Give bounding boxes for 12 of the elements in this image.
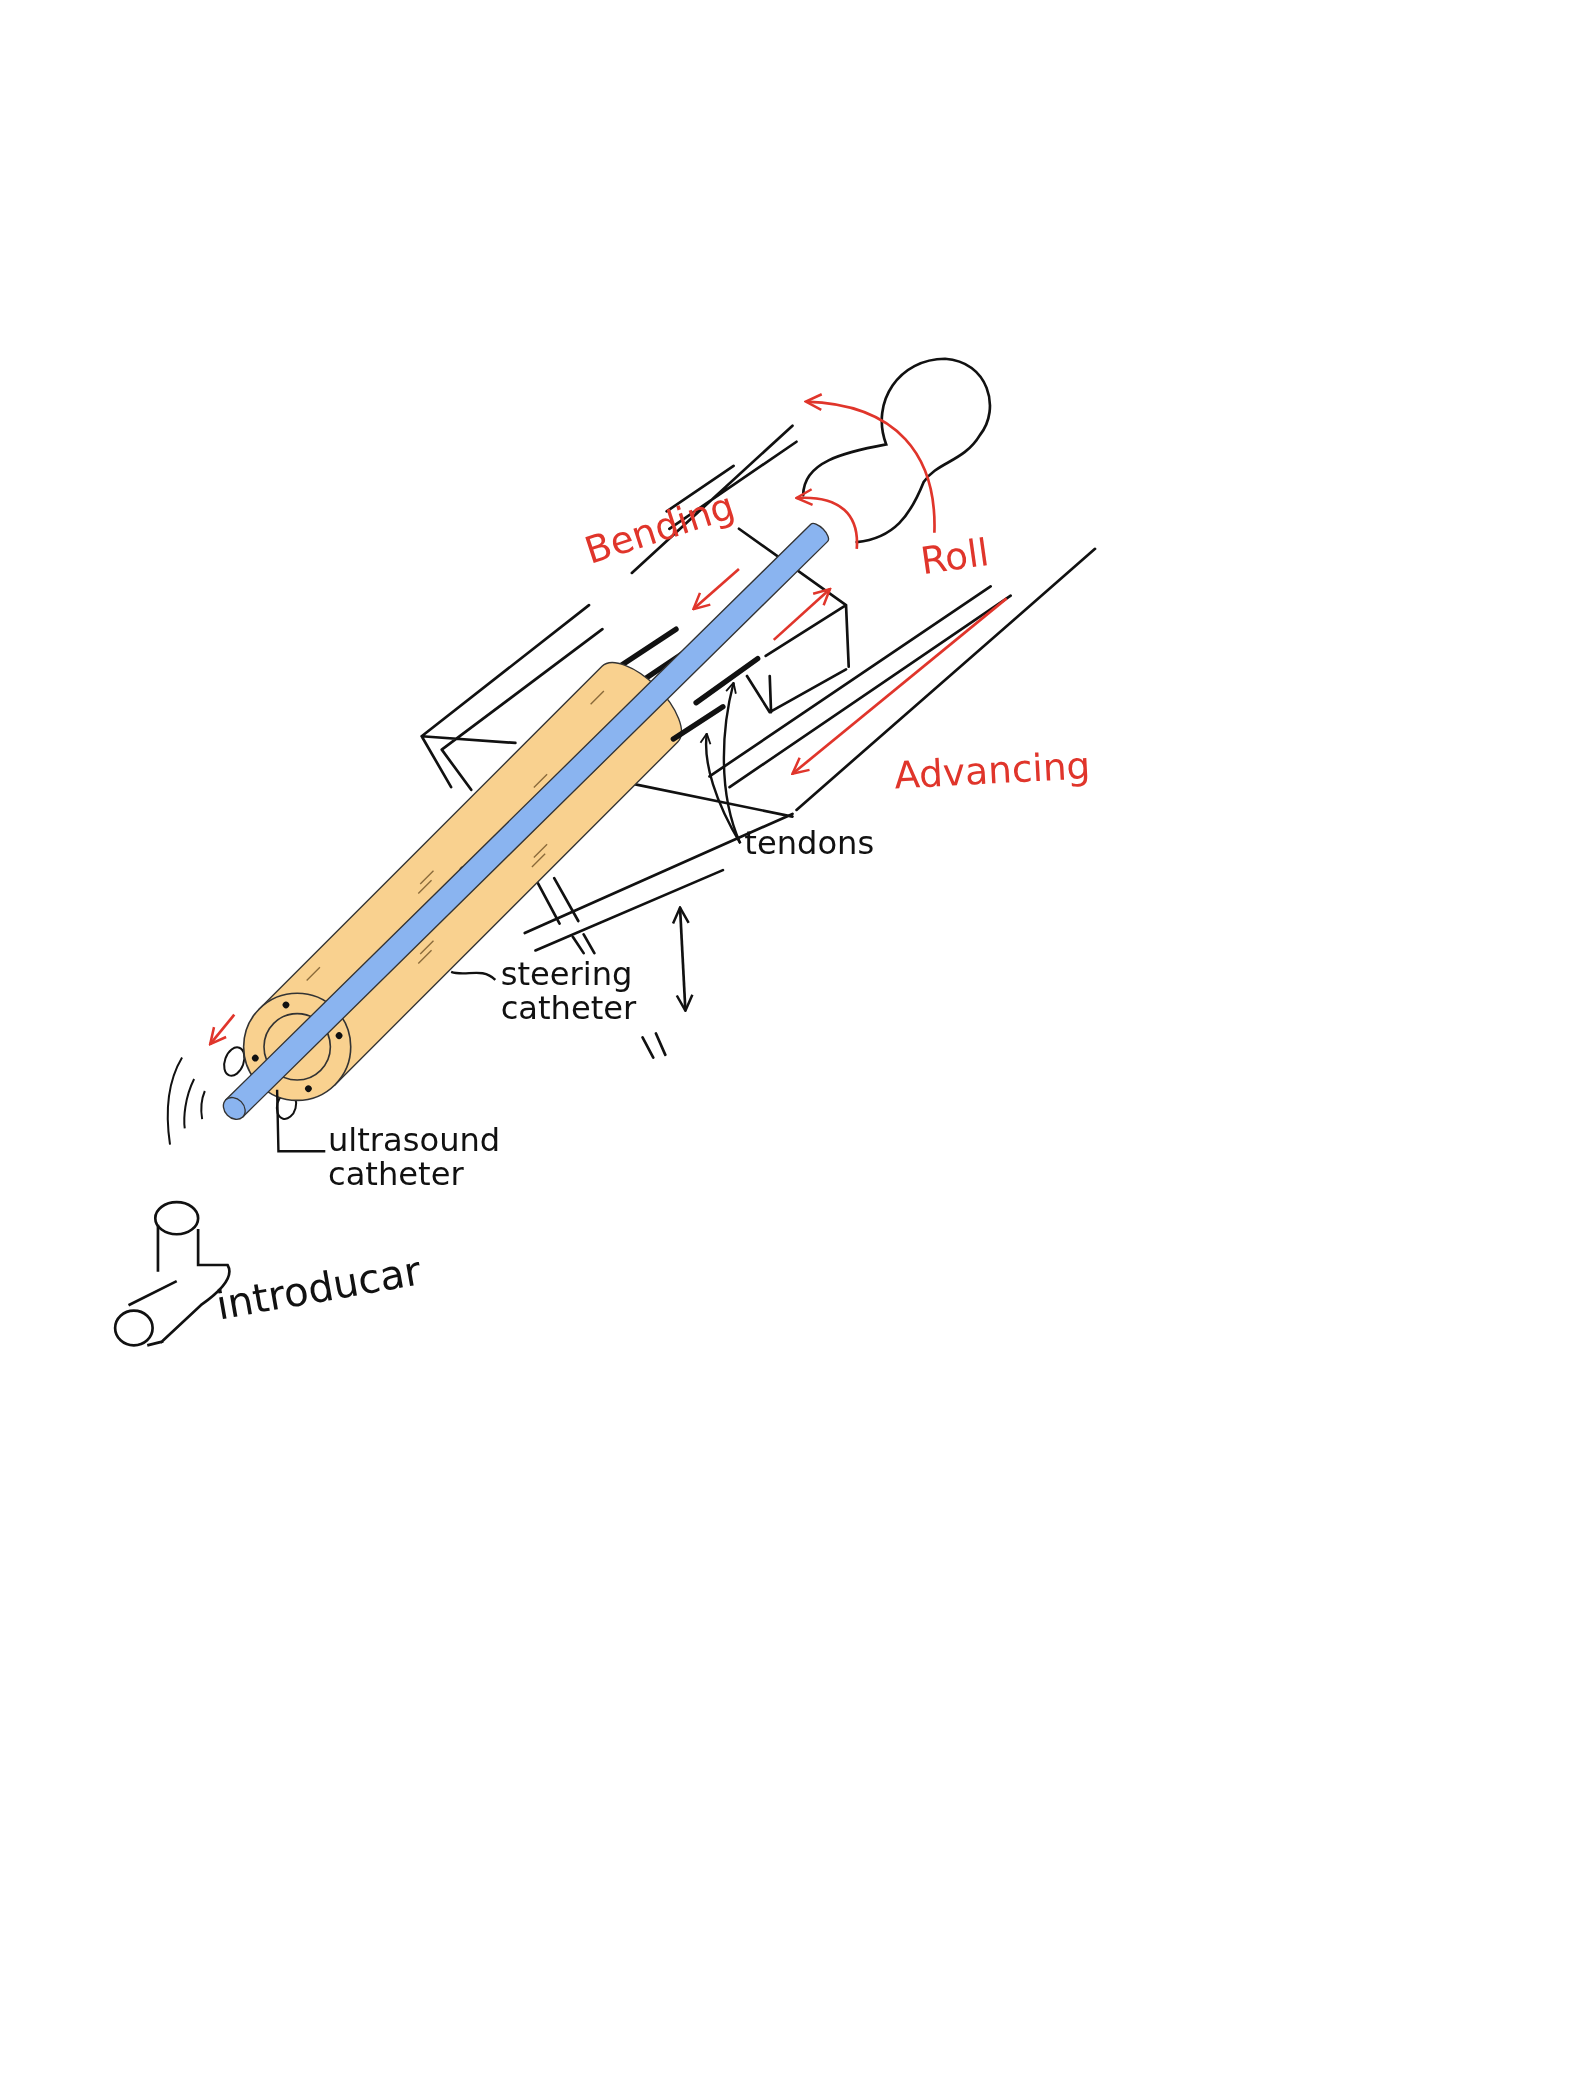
leader-line: [450, 970, 497, 981]
tendon-line: [670, 704, 726, 742]
part-label: ultrasound catheter: [327, 1124, 502, 1192]
part-label: tendons: [744, 827, 932, 861]
leader-line: [275, 1089, 326, 1153]
motion-label: Roll: [918, 532, 992, 582]
part-label: introducar: [213, 1249, 425, 1327]
part-label: steering catheter: [500, 958, 648, 1026]
leader-line: [722, 681, 742, 844]
motion-label: Advancing: [893, 746, 1092, 796]
tendon-line: [693, 655, 761, 706]
leader-line: [700, 732, 742, 844]
